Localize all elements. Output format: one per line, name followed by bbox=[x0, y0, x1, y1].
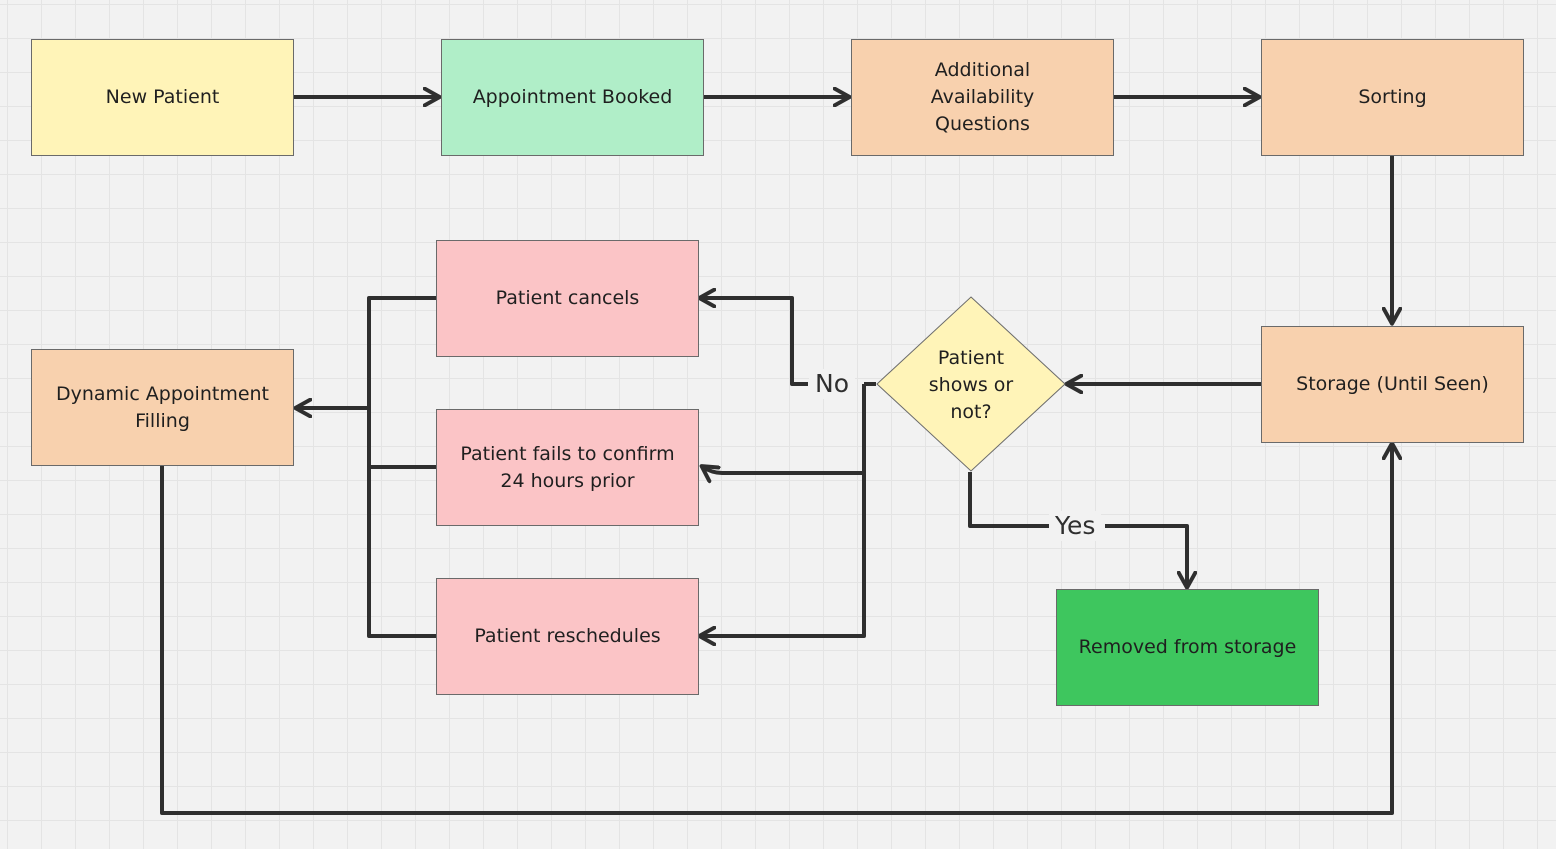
removed-from-storage-label: Removed from storage bbox=[1078, 636, 1297, 658]
dynamic-filling-node[interactable]: Dynamic Appointment Filling bbox=[31, 349, 294, 466]
reschedules-node[interactable]: Patient reschedules bbox=[436, 578, 699, 695]
removed-from-storage-node[interactable]: Removed from storage bbox=[1056, 589, 1319, 706]
decision-label: Patient shows or not? bbox=[928, 346, 1014, 423]
edge-decision-to-fails-confirm bbox=[703, 384, 866, 473]
sorting-label: Sorting bbox=[1358, 86, 1427, 108]
additional-questions-label: Additional Availability Questions bbox=[930, 59, 1035, 135]
yes-edge-label: Yes bbox=[1049, 511, 1102, 541]
appointment-booked-label: Appointment Booked bbox=[472, 86, 673, 108]
patient-cancels-label: Patient cancels bbox=[495, 287, 640, 309]
edge-decision-to-removed bbox=[968, 472, 1187, 586]
appointment-booked-node[interactable]: Appointment Booked bbox=[441, 39, 704, 156]
sorting-node[interactable]: Sorting bbox=[1261, 39, 1524, 156]
additional-questions-node[interactable]: Additional Availability Questions bbox=[851, 39, 1114, 156]
fails-to-confirm-node[interactable]: Patient fails to confirm 24 hours prior bbox=[436, 409, 699, 526]
decision-diamond bbox=[876, 296, 1066, 472]
edge-cancels-to-dynamic bbox=[367, 296, 436, 638]
patient-cancels-node[interactable]: Patient cancels bbox=[436, 240, 699, 357]
reschedules-label: Patient reschedules bbox=[474, 625, 661, 647]
fails-to-confirm-label: Patient fails to confirm 24 hours prior bbox=[460, 442, 675, 492]
edge-dynamic-to-storage bbox=[160, 445, 1392, 815]
edge-decision-to-reschedules bbox=[701, 473, 866, 636]
no-edge-label: No bbox=[809, 369, 855, 399]
storage-label: Storage (Until Seen) bbox=[1296, 373, 1489, 395]
new-patient-node[interactable]: New Patient bbox=[31, 39, 294, 156]
storage-node[interactable]: Storage (Until Seen) bbox=[1261, 326, 1524, 443]
new-patient-label: New Patient bbox=[105, 86, 220, 108]
dynamic-filling-label: Dynamic Appointment Filling bbox=[55, 382, 270, 432]
